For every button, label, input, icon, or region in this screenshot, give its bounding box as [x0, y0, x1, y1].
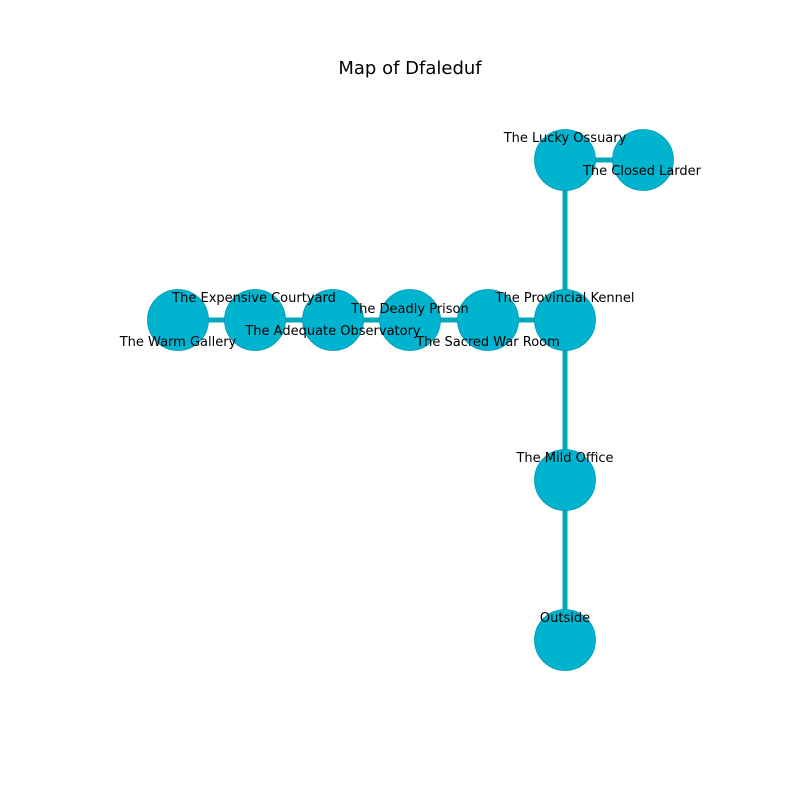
room-label-lucky-ossuary: The Lucky Ossuary	[503, 131, 627, 146]
room-node-provincial-kennel	[534, 289, 596, 351]
rooms-layer	[147, 129, 674, 671]
room-node-deadly-prison	[379, 289, 441, 351]
room-node-expensive-courtyard	[224, 289, 286, 351]
room-node-sacred-war-room	[457, 289, 519, 351]
room-label-adequate-observatory: The Adequate Observatory	[244, 324, 421, 339]
room-label-deadly-prison: The Deadly Prison	[350, 302, 469, 317]
room-label-warm-gallery: The Warm Gallery	[119, 335, 237, 350]
room-label-provincial-kennel: The Provincial Kennel	[495, 291, 635, 306]
room-label-outside: Outside	[540, 611, 590, 626]
room-label-mild-office: The Mild Office	[515, 451, 613, 466]
room-node-adequate-observatory	[302, 289, 364, 351]
map-title: Map of Dfaleduf	[338, 58, 482, 79]
room-label-expensive-courtyard: The Expensive Courtyard	[171, 291, 336, 306]
room-node-warm-gallery	[147, 289, 209, 351]
room-label-sacred-war-room: The Sacred War Room	[415, 335, 560, 350]
room-node-lucky-ossuary	[534, 129, 596, 191]
connections-layer	[178, 157, 643, 640]
room-node-closed-larder	[612, 129, 674, 191]
room-node-outside	[534, 609, 596, 671]
room-node-mild-office	[534, 449, 596, 511]
room-label-closed-larder: The Closed Larder	[582, 164, 702, 179]
